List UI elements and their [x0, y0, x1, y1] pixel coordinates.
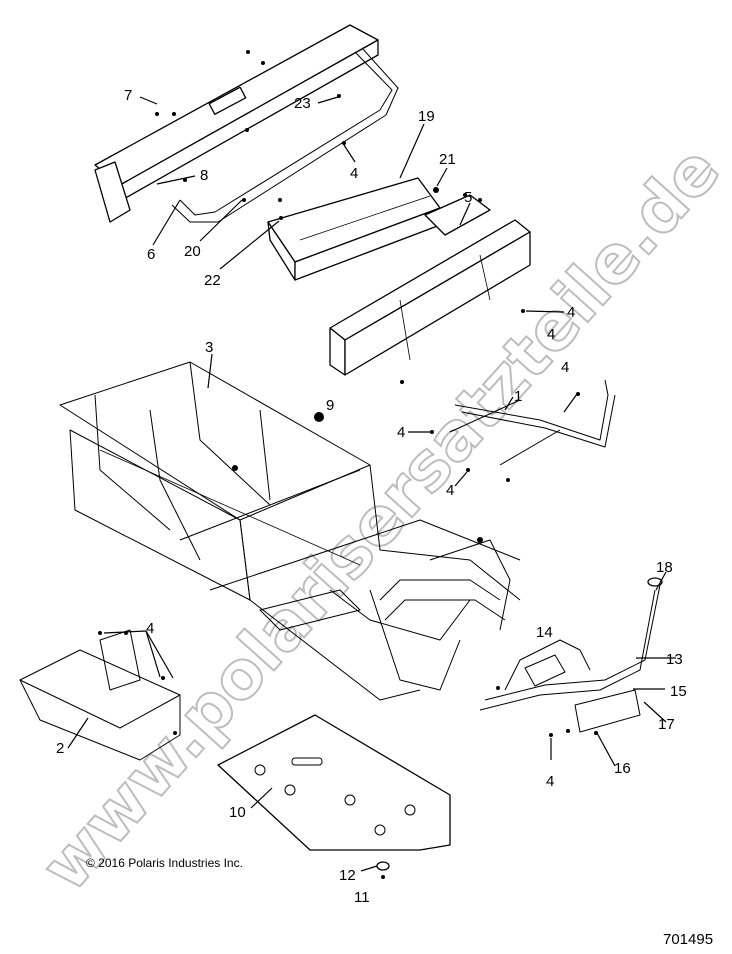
callout-21: 21 — [439, 151, 456, 168]
callout-23: 23 — [294, 95, 311, 112]
callout-4: 4 — [397, 424, 405, 441]
part-front-support — [19, 629, 181, 761]
callout-4: 4 — [567, 304, 575, 321]
part-rear-extension — [449, 379, 616, 466]
callout-15: 15 — [670, 683, 687, 700]
figure-number: 701495 — [663, 931, 713, 948]
callout-10: 10 — [229, 804, 246, 821]
leader-lines — [67, 96, 676, 872]
callout-11: 11 — [354, 889, 370, 906]
callout-9: 9 — [326, 397, 334, 414]
callout-4: 4 — [350, 165, 358, 182]
callout-17: 17 — [658, 716, 675, 733]
callout-4: 4 — [561, 359, 569, 376]
callout-7: 7 — [124, 87, 132, 104]
part-front-bumper — [479, 577, 663, 733]
callout-8: 8 — [200, 167, 208, 184]
callout-19: 19 — [418, 108, 435, 125]
callout-6: 6 — [147, 246, 155, 263]
callout-20: 20 — [184, 243, 201, 260]
part-main-frame — [59, 361, 521, 701]
callout-18: 18 — [656, 559, 673, 576]
callout-4: 4 — [547, 326, 555, 343]
callout-13: 13 — [666, 651, 683, 668]
callout-2: 2 — [56, 740, 64, 757]
callouts: 7 23 8 4 19 21 6 20 22 5 4 4 3 9 4 1 4 4… — [56, 87, 687, 906]
part-heat-shield — [267, 177, 441, 281]
callout-14: 14 — [536, 624, 553, 641]
part-cargo-frame — [94, 24, 399, 223]
callout-4: 4 — [546, 773, 554, 790]
callout-3: 3 — [205, 339, 213, 356]
callout-22: 22 — [204, 272, 221, 289]
callout-4: 4 — [446, 482, 454, 499]
callout-4: 4 — [146, 620, 154, 637]
part-rear-crossmember — [329, 193, 531, 376]
copyright-text: © 2016 Polaris Industries Inc. — [86, 856, 243, 870]
callout-12: 12 — [339, 867, 356, 884]
callout-16: 16 — [614, 760, 631, 777]
callout-1: 1 — [514, 388, 522, 405]
part-bracket — [524, 654, 566, 687]
part-skid-plate — [217, 714, 451, 851]
callout-5: 5 — [464, 189, 472, 206]
